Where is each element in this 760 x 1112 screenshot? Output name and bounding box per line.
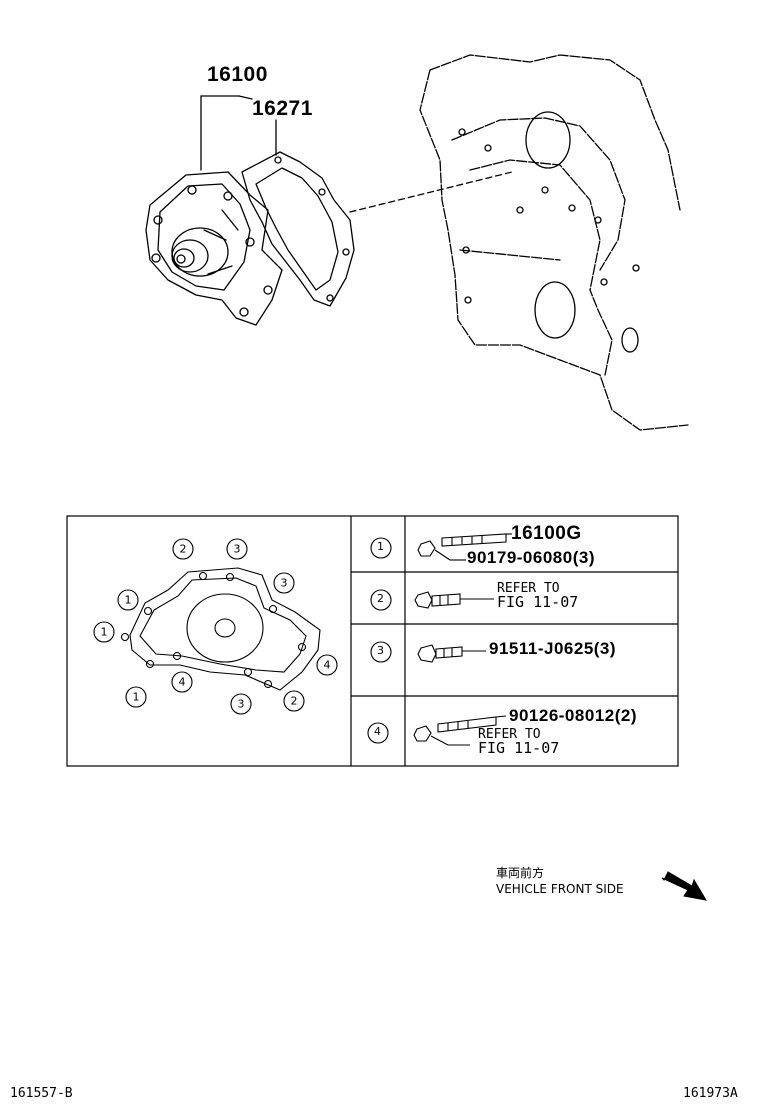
- engine-cover-drawing: [419, 54, 689, 431]
- water-pump-drawing: [145, 171, 283, 326]
- alignment-line: [349, 171, 513, 213]
- marker-1-a: 1: [125, 594, 132, 607]
- row-marker-1: 1: [377, 540, 384, 553]
- callout-leaders: [200, 95, 277, 171]
- bolt-pattern-markers: 2 3 1 3 1 4 4 1 3 2: [93, 538, 338, 715]
- footer-left-code: 161557-B: [10, 1086, 73, 1101]
- part-number-90126-08012: 90126-08012(2): [509, 706, 637, 725]
- refer-to-fig-row2: FIG 11-07: [497, 593, 579, 611]
- marker-1-c: 1: [133, 691, 140, 704]
- marker-3-bottom: 3: [238, 698, 245, 711]
- marker-1-b: 1: [101, 626, 108, 639]
- marker-3-top: 3: [234, 543, 241, 556]
- fastener-drawings: [413, 533, 512, 746]
- callout-16271: 16271: [252, 97, 313, 120]
- front-direction-arrow: [661, 871, 707, 901]
- refer-to-label-row4: REFER TO: [478, 727, 541, 742]
- part-number-91511-J0625: 91511-J0625(3): [489, 639, 617, 658]
- part-number-90179-06080: 90179-06080(3): [467, 548, 595, 567]
- bolt-pattern-drawing: [120, 567, 321, 691]
- marker-2-bottom: 2: [291, 695, 298, 708]
- fastener-table-frame: [66, 515, 679, 767]
- refer-to-label-row2: REFER TO: [497, 581, 560, 596]
- marker-4-left: 4: [179, 676, 186, 689]
- row-marker-3: 3: [377, 644, 384, 657]
- marker-4-right: 4: [324, 659, 331, 672]
- row-marker-4: 4: [374, 725, 381, 738]
- footer-right-code: 161973A: [683, 1086, 738, 1101]
- engine-cover-holes: [458, 111, 640, 353]
- callout-16100: 16100: [207, 63, 268, 86]
- row-marker-circles: [367, 537, 392, 744]
- direction-label-en: VEHICLE FRONT SIDE: [496, 882, 624, 896]
- marker-2-top: 2: [180, 543, 187, 556]
- refer-to-fig-row4: FIG 11-07: [478, 739, 560, 757]
- marker-3-right: 3: [281, 577, 288, 590]
- row-marker-2: 2: [377, 592, 384, 605]
- direction-label-jp: 車両前方: [496, 866, 545, 880]
- gasket-drawing: [241, 151, 355, 307]
- part-number-16100G: 16100G: [511, 523, 582, 544]
